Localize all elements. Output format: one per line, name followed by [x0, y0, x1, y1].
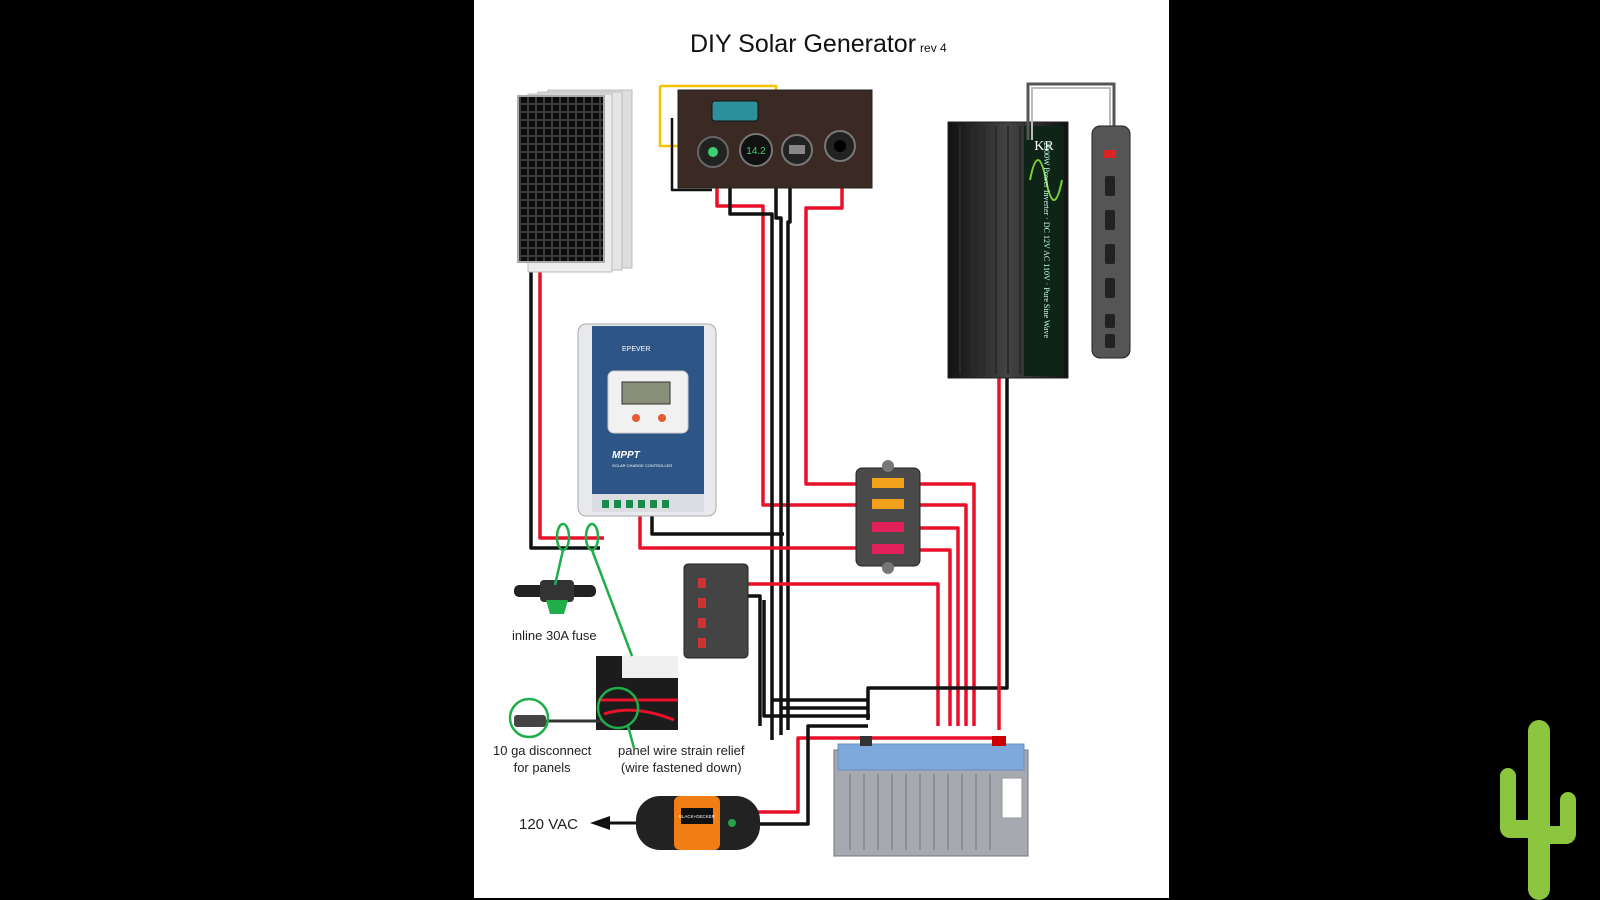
fuse-block [855, 460, 921, 574]
strain-relief-label: panel wire strain relief (wire fastened … [618, 742, 744, 776]
fuseblock-positive-1 [920, 482, 976, 726]
switchblock-positive [724, 582, 940, 726]
charger-brand: BLACK+DECKER [679, 814, 716, 819]
power-strip [1026, 82, 1131, 359]
solar-panel-array [517, 89, 633, 273]
strain-relief-label-line2: (wire fastened down) [620, 760, 742, 775]
panel-positive-wire [538, 262, 604, 540]
fuseblock-positive-4 [920, 548, 952, 726]
diagram-title-text: DIY Solar Generator [690, 30, 917, 58]
wires [529, 84, 1009, 826]
disconnect-label-line2: for panels [513, 760, 571, 775]
charge-controller: EPEVER MPPT SOLAR CHARGE CONTROLLER [577, 323, 717, 517]
arrow-left-icon [590, 816, 610, 830]
battery [833, 736, 1029, 857]
switchpanel-positive-wire-2 [804, 178, 858, 486]
inverter-spec: 2000W Power Inverter · DC 12V AC 110V · … [1042, 142, 1051, 338]
disconnect-label: 10 ga disconnect for panels [493, 742, 591, 776]
disconnect-callout-circle [508, 697, 550, 739]
inverter-brand: KR [1034, 139, 1054, 154]
switchpanel-negative-wire-3 [786, 178, 792, 730]
disconnect-label-line1: 10 ga disconnect [493, 743, 592, 758]
diagram-revision: rev 4 [920, 41, 947, 55]
controller-positive-wire [638, 512, 858, 550]
strain-relief-label-line1: panel wire strain relief [618, 743, 745, 758]
controller-negative-wire [650, 512, 784, 536]
inverter: KR 2000W Power Inverter · DC 12V AC 110V… [947, 121, 1069, 379]
voltmeter-reading: 14.2 [746, 146, 766, 157]
fuseblock-positive-3 [920, 526, 960, 726]
inverter-negative-wire [866, 378, 1009, 720]
strain-relief-callout-circle [596, 686, 640, 730]
switch-block [683, 563, 749, 659]
voltmeter-icon [739, 133, 773, 167]
controller-subtitle: SOLAR CHARGE CONTROLLER [612, 463, 672, 468]
switchpanel-positive-wire-1 [715, 178, 858, 507]
inline-fuse-label: inline 30A fuse [512, 628, 597, 643]
charger-positive-wire [724, 736, 1002, 814]
switchpanel-negative-wire-1 [728, 178, 774, 740]
disconnect-inset [514, 656, 678, 730]
controller-brand: EPEVER [622, 346, 650, 353]
negative-bus-1 [762, 600, 870, 718]
battery-charger: BLACK+DECKER [590, 796, 760, 850]
cactus-logo-icon [1500, 720, 1576, 900]
fuseblock-positive-2 [920, 503, 968, 726]
switchpanel-negative-wire-2 [774, 178, 783, 735]
annotation-highlights [508, 522, 640, 749]
charger-negative-wire [724, 724, 868, 826]
panel-negative-wire [529, 262, 600, 550]
switch-panel: 14.2 [677, 89, 873, 189]
ac-output-label: 120 VAC [519, 816, 578, 833]
controller-mppt-label: MPPT [612, 450, 641, 461]
meter-ground-loop [670, 118, 712, 192]
inline-fuse [514, 580, 596, 614]
